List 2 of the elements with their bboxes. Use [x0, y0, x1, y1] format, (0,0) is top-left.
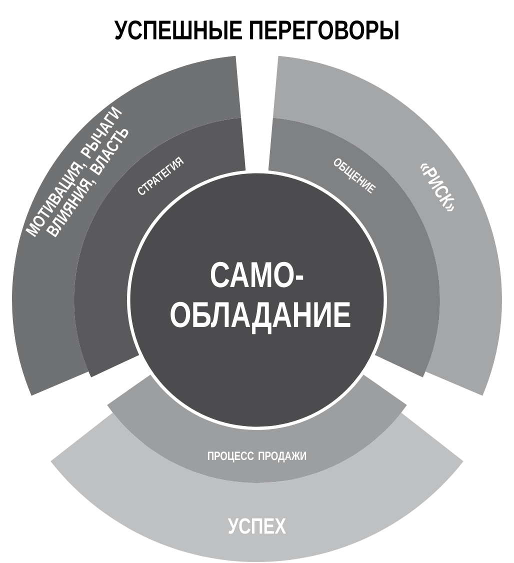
title-text: УСПЕШНЫЕ ПЕРЕГОВОРЫ — [114, 20, 398, 40]
ring-segment: ПРОЦЕСС ПРОДАЖИ — [107, 374, 407, 483]
